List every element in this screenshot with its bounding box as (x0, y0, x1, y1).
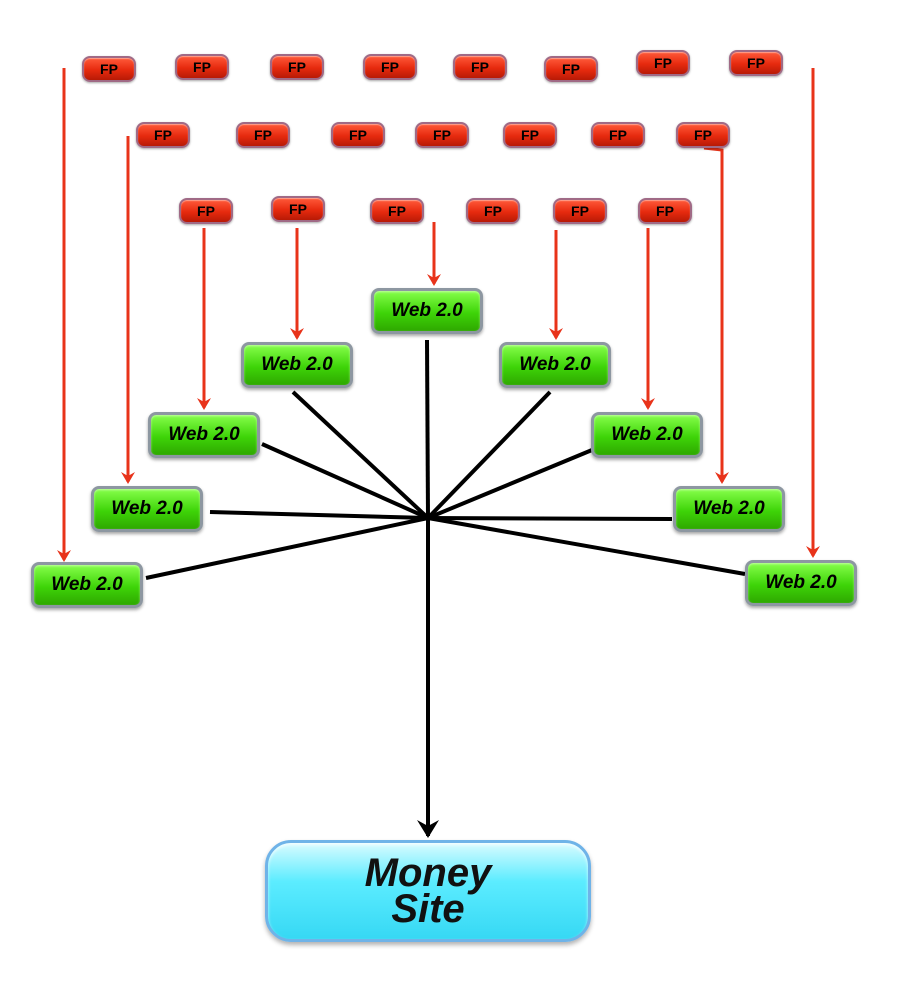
web2-node-4: Web 2.0 (148, 412, 260, 458)
hub-link-line-6 (209, 510, 429, 520)
hub-link-line-2 (291, 390, 430, 520)
money-site-node: Money Site (265, 840, 591, 942)
web2-node-3: Web 2.0 (499, 342, 611, 388)
money-site-label-line2: Site (391, 887, 465, 931)
fp-node-2: FP (175, 54, 229, 80)
hub-link-line-9 (427, 516, 746, 576)
fp-node-21: FP (638, 198, 692, 224)
fp-label: FP (484, 203, 502, 219)
fp-node-19: FP (466, 198, 520, 224)
hub-link-line-7 (427, 516, 673, 521)
web2-label: Web 2.0 (611, 424, 683, 445)
web2-label: Web 2.0 (519, 354, 591, 375)
web2-label: Web 2.0 (51, 574, 123, 595)
fp-arrow-8 (703, 146, 729, 484)
fp-node-20: FP (553, 198, 607, 224)
hub-link-line-4 (261, 442, 429, 520)
web2-label: Web 2.0 (391, 300, 463, 321)
fp-label: FP (471, 59, 489, 75)
fp-node-18: FP (370, 198, 424, 224)
web2-node-5: Web 2.0 (591, 412, 703, 458)
fp-node-8: FP (729, 50, 783, 76)
fp-label: FP (656, 203, 674, 219)
web2-node-2: Web 2.0 (241, 342, 353, 388)
fp-label: FP (521, 127, 539, 143)
fp-node-1: FP (82, 56, 136, 82)
fp-node-4: FP (363, 54, 417, 80)
fp-label: FP (254, 127, 272, 143)
fp-node-12: FP (415, 122, 469, 148)
hub-link-line-5 (427, 448, 593, 520)
fp-label: FP (747, 55, 765, 71)
fp-label: FP (694, 127, 712, 143)
hub-link-line-8 (145, 516, 429, 580)
web2-node-7: Web 2.0 (673, 486, 785, 532)
fp-node-17: FP (271, 196, 325, 222)
web2-label: Web 2.0 (168, 424, 240, 445)
fp-label: FP (433, 127, 451, 143)
web2-node-1: Web 2.0 (371, 288, 483, 334)
fp-label: FP (381, 59, 399, 75)
fp-node-14: FP (591, 122, 645, 148)
fp-label: FP (349, 127, 367, 143)
fp-node-3: FP (270, 54, 324, 80)
fp-label: FP (154, 127, 172, 143)
fp-node-11: FP (331, 122, 385, 148)
fp-node-16: FP (179, 198, 233, 224)
fp-node-6: FP (544, 56, 598, 82)
fp-node-13: FP (503, 122, 557, 148)
fp-label: FP (571, 203, 589, 219)
web2-label: Web 2.0 (765, 572, 837, 593)
fp-label: FP (289, 201, 307, 217)
web2-node-6: Web 2.0 (91, 486, 203, 532)
hub-link-line-3 (426, 390, 552, 520)
web2-node-8: Web 2.0 (31, 562, 143, 608)
fp-node-9: FP (136, 122, 190, 148)
fp-label: FP (288, 59, 306, 75)
web2-label: Web 2.0 (693, 498, 765, 519)
fp-label: FP (654, 55, 672, 71)
fp-node-10: FP (236, 122, 290, 148)
fp-label: FP (562, 61, 580, 77)
fp-label: FP (388, 203, 406, 219)
hub-link-line-1 (425, 339, 430, 519)
fp-label: FP (197, 203, 215, 219)
web2-node-9: Web 2.0 (745, 560, 857, 606)
fp-label: FP (609, 127, 627, 143)
web2-label: Web 2.0 (111, 498, 183, 519)
fp-label: FP (193, 59, 211, 75)
fp-label: FP (100, 61, 118, 77)
web2-label: Web 2.0 (261, 354, 333, 375)
fp-node-7: FP (636, 50, 690, 76)
fp-node-15: FP (676, 122, 730, 148)
money-site-label-line1: Money (364, 851, 492, 895)
fp-node-5: FP (453, 54, 507, 80)
